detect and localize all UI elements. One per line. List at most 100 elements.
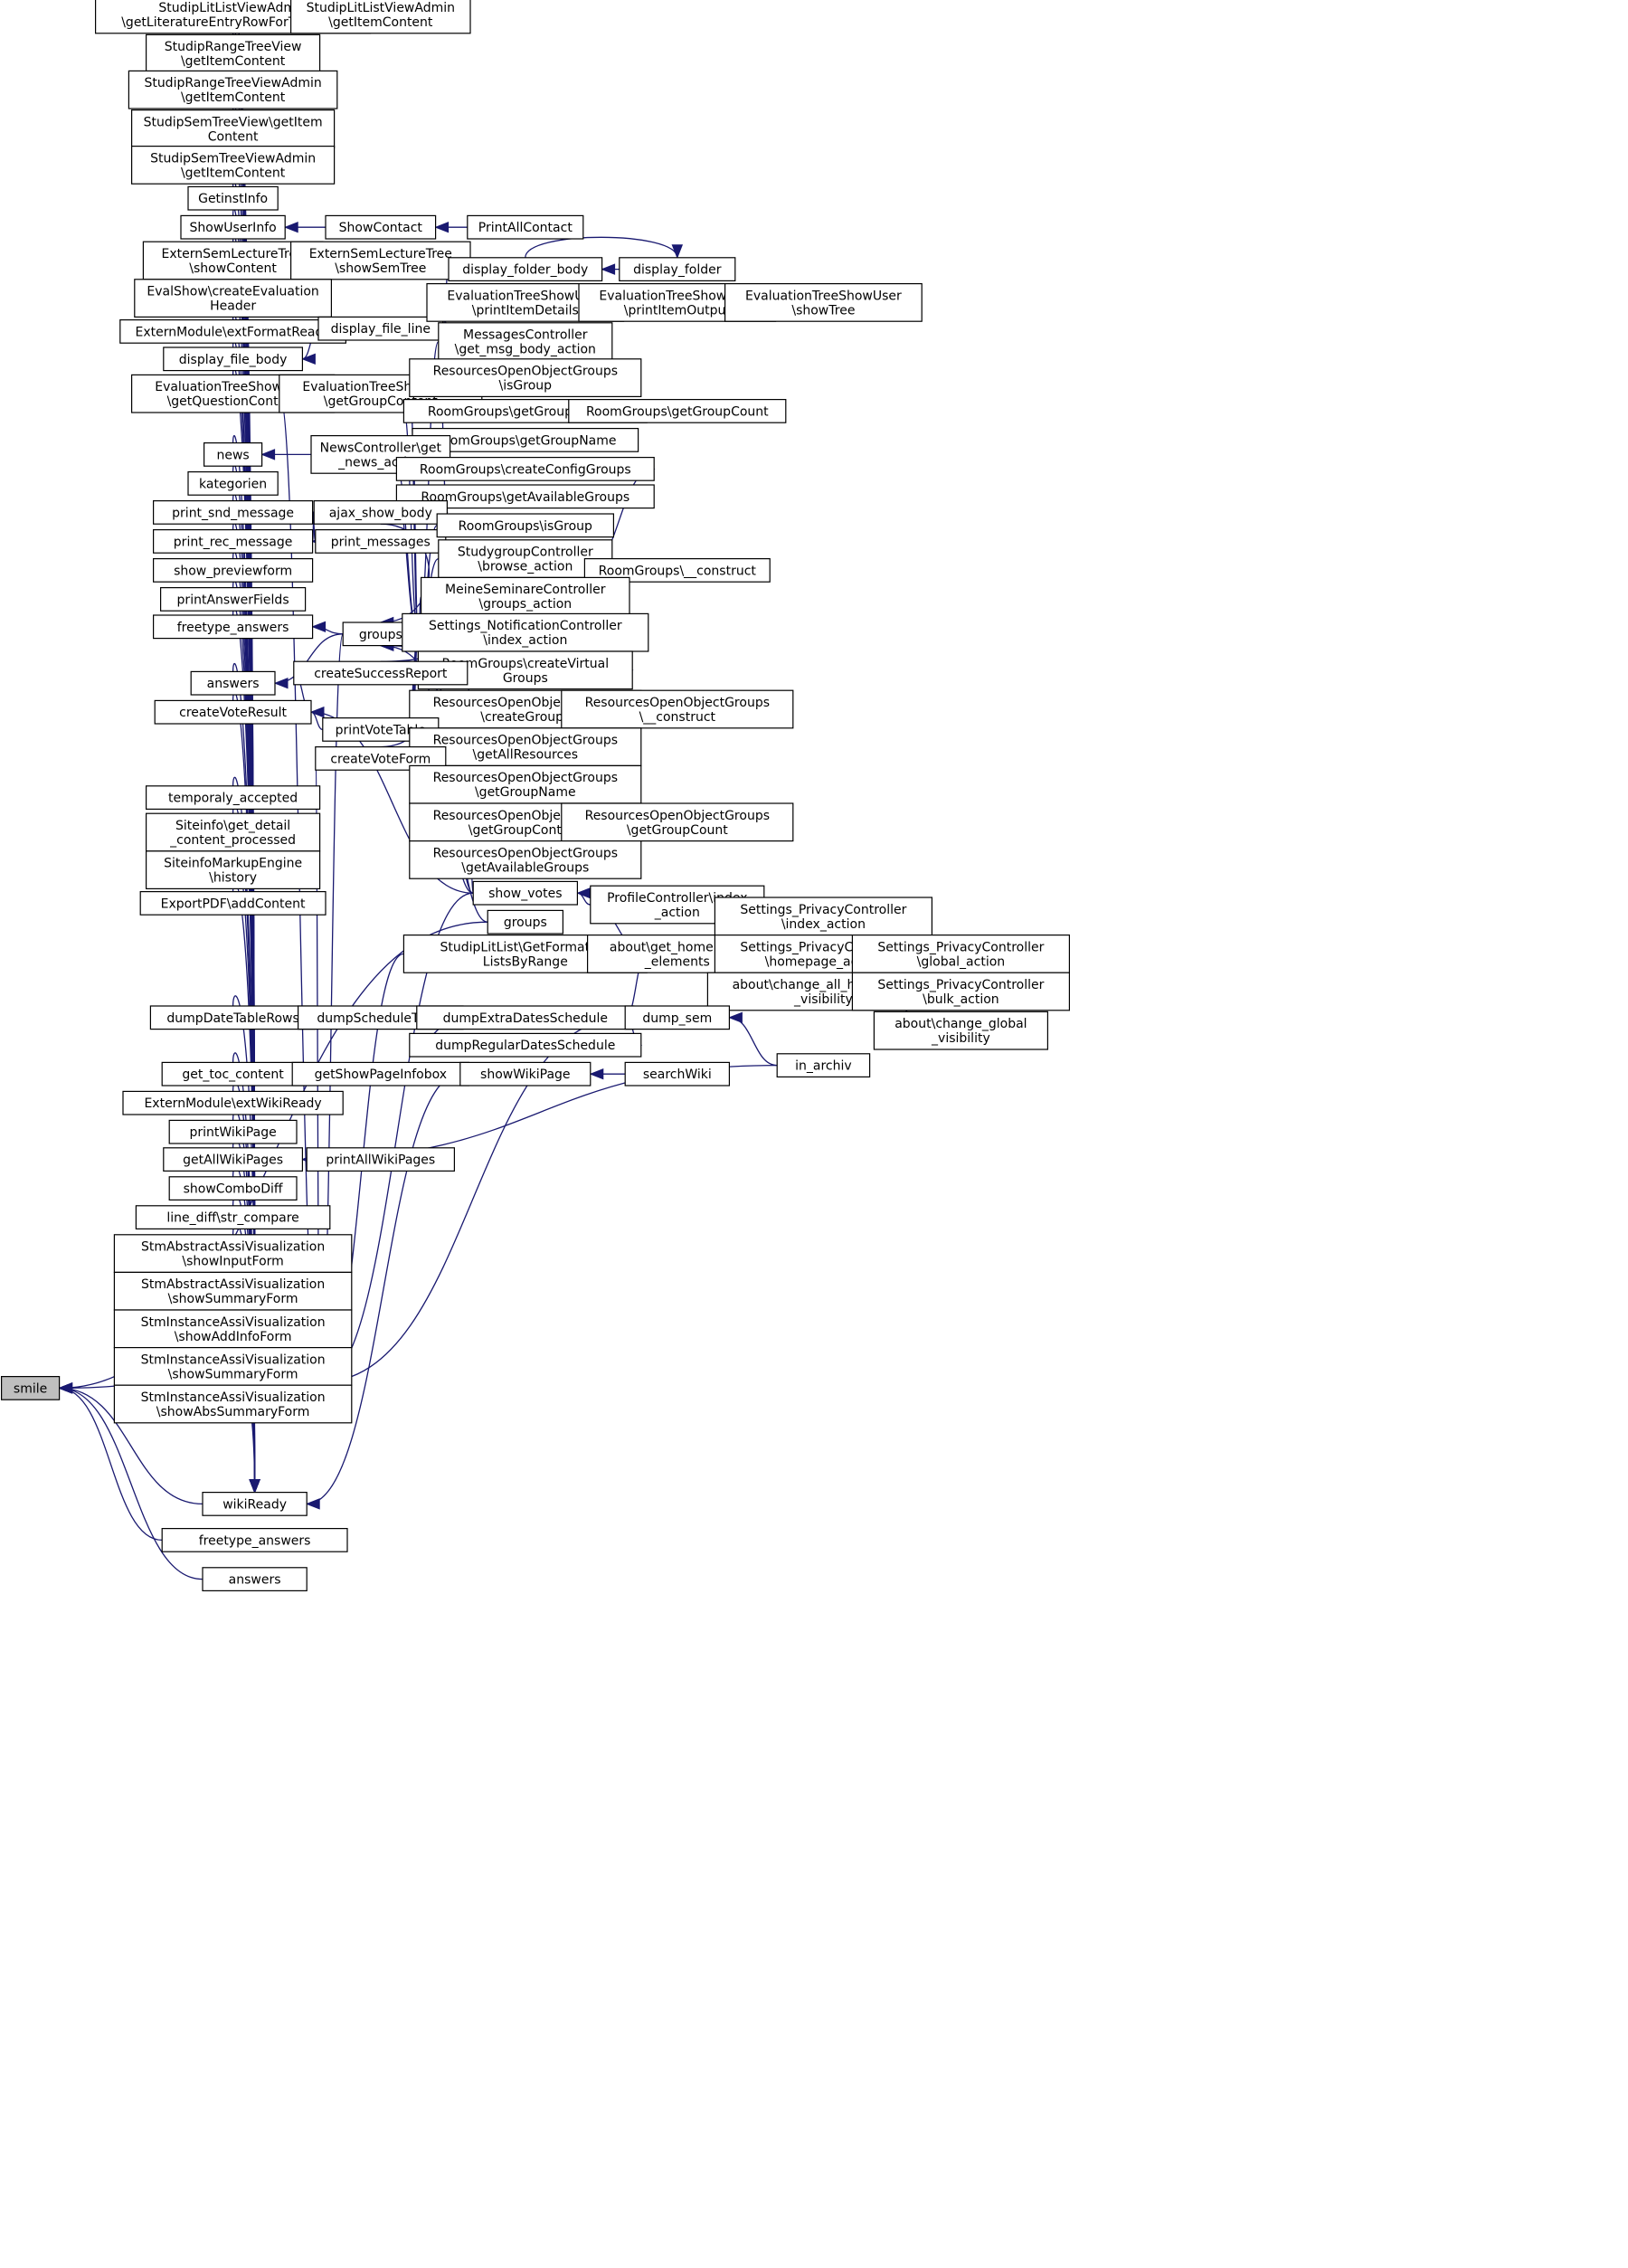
arrowhead — [309, 706, 325, 718]
node-createsuccessreport[interactable]: createSuccessReport — [293, 660, 469, 686]
node-groups-bottom[interactable]: groups — [487, 909, 564, 935]
edge-line — [525, 236, 678, 258]
node-dumpdatetablerows[interactable]: dumpDateTableRows — [149, 1005, 317, 1030]
node-dumpregulardates[interactable]: dumpRegularDatesSchedule — [409, 1032, 642, 1058]
node-showuserinfo[interactable]: ShowUserInfo — [180, 214, 286, 240]
node-freetype-answers-w[interactable]: freetype_answers — [161, 1527, 348, 1552]
node-createvoteform[interactable]: createVoteForm — [315, 745, 447, 771]
node-searchwiki[interactable]: searchWiki — [624, 1061, 731, 1087]
node-externsemlecture-sem[interactable]: ExternSemLectureTree\showSemTree — [290, 241, 471, 280]
node-stminst-addinfo[interactable]: StmInstanceAssiVisualization\showAddInfo… — [113, 1309, 353, 1349]
node-semtreeviewadmin[interactable]: StudipSemTreeViewAdmin\getItemContent — [131, 146, 336, 185]
node-getallwikipages[interactable]: getAllWikiPages — [163, 1147, 304, 1172]
node-ajax-show-body[interactable]: ajax_show_body — [313, 499, 449, 525]
node-print-rec-message[interactable]: print_rec_message — [153, 528, 314, 554]
node-settings-privacy-global[interactable]: Settings_PrivacyController\global_action — [851, 934, 1071, 973]
node-msgctrl-body[interactable]: MessagesController\get_msg_body_action — [438, 322, 613, 361]
node-exportpdf[interactable]: ExportPDF\addContent — [139, 890, 327, 916]
node-display-folder[interactable]: display_folder — [619, 257, 736, 281]
node-display-folder-body[interactable]: display_folder_body — [448, 257, 603, 281]
node-rangetreeview[interactable]: StudipRangeTreeView\getItemContent — [146, 33, 321, 73]
node-stmabs-summary[interactable]: StmAbstractAssiVisualization\showSummary… — [113, 1271, 353, 1311]
node-smile[interactable]: smile — [1, 1375, 61, 1400]
node-rg-isgroup[interactable]: RoomGroups\isGroup — [436, 513, 615, 538]
node-show-votes[interactable]: show_votes — [472, 880, 579, 906]
node-answers-f[interactable]: answers — [190, 670, 276, 696]
node-in-archiv[interactable]: in_archiv — [776, 1053, 871, 1078]
node-freetype-answers-f[interactable]: freetype_answers — [153, 614, 314, 640]
node-roog-getavailable[interactable]: ResourcesOpenObjectGroups\getAvailableGr… — [409, 840, 642, 879]
node-showwikipage[interactable]: showWikiPage — [459, 1061, 592, 1087]
node-kategorien[interactable]: kategorien — [187, 470, 279, 496]
node-box — [161, 1527, 348, 1552]
node-box — [290, 0, 471, 34]
node-printwikipage[interactable]: printWikiPage — [168, 1119, 298, 1144]
node-box — [448, 257, 603, 281]
node-line-diff[interactable]: line_diff\str_compare — [135, 1205, 331, 1230]
node-label: StudipSemTreeView\getItem — [144, 115, 323, 129]
node-roog-getgroupname[interactable]: ResourcesOpenObjectGroups\getGroupName — [409, 764, 642, 804]
node-settings-notif[interactable]: Settings_NotificationController\index_ac… — [402, 612, 649, 652]
node-stminst-summary[interactable]: StmInstanceAssiVisualization\showSummary… — [113, 1346, 353, 1386]
node-createvoteresult[interactable]: createVoteResult — [154, 699, 312, 725]
node-showcontact[interactable]: ShowContact — [325, 214, 437, 240]
arrowhead — [434, 221, 450, 233]
node-printallwikipages[interactable]: printAllWikiPages — [306, 1147, 456, 1172]
node-semtreeview[interactable]: StudipSemTreeView\getItemContent — [131, 109, 336, 148]
node-label: \getItemContent — [181, 90, 286, 105]
node-roog-construct[interactable]: ResourcesOpenObjectGroups\__construct — [561, 689, 794, 729]
node-display-file-line[interactable]: display_file_line — [317, 316, 444, 341]
node-etsu-showtree[interactable]: EvaluationTreeShowUser\showTree — [724, 283, 923, 322]
node-box — [714, 897, 933, 936]
node-printanswerfields[interactable]: printAnswerFields — [160, 586, 307, 612]
node-box — [313, 499, 449, 525]
node-roog-getallresources[interactable]: ResourcesOpenObjectGroups\getAllResource… — [409, 727, 642, 766]
node-settings-privacy-bulk[interactable]: Settings_PrivacyController\bulk_action — [851, 972, 1071, 1011]
node-getshowpageinfobox[interactable]: getShowPageInfobox — [291, 1061, 470, 1087]
node-box — [724, 283, 923, 322]
node-dump-sem[interactable]: dump_sem — [624, 1005, 731, 1030]
node-label: \getItemContent — [181, 54, 286, 69]
node-print-snd-message[interactable]: print_snd_message — [153, 499, 314, 525]
node-show-previewform[interactable]: show_previewform — [153, 557, 314, 583]
node-dumpextradates[interactable]: dumpExtraDatesSchedule — [416, 1005, 635, 1030]
node-studygroupctrl[interactable]: StudygroupController\browse_action — [438, 539, 613, 578]
node-stminst-abssummary[interactable]: StmInstanceAssiVisualization\showAbsSumm… — [113, 1384, 353, 1424]
node-label: showComboDiff — [184, 1182, 283, 1197]
node-siteinfo-detail[interactable]: Siteinfo\get_detail_content_processed — [146, 812, 321, 852]
node-showcombodiff[interactable]: showComboDiff — [168, 1176, 298, 1201]
node-settings-privacy-index[interactable]: Settings_PrivacyController\index_action — [714, 897, 933, 936]
arrowhead — [589, 1068, 604, 1080]
node-box — [146, 812, 321, 852]
node-getinstinfo[interactable]: GetinstInfo — [187, 185, 279, 211]
node-rg-createconfig[interactable]: RoomGroups\createConfigGroups — [395, 457, 655, 481]
node-label: \printItemDetails — [472, 303, 579, 318]
node-temporaly-accepted[interactable]: temporaly_accepted — [146, 785, 321, 810]
arrowhead — [58, 1382, 73, 1394]
edge-showuserinfo-to-showcontact — [283, 221, 326, 233]
node-get-toc-content[interactable]: get_toc_content — [161, 1061, 305, 1087]
node-stmabs-input[interactable]: StmAbstractAssiVisualization\showInputFo… — [113, 1234, 353, 1274]
node-siteinfo-history[interactable]: SiteinfoMarkupEngine\history — [146, 850, 321, 889]
node-extwikiready[interactable]: ExternModule\extWikiReady — [122, 1090, 344, 1115]
node-rg-construct[interactable]: RoomGroups\__construct — [583, 557, 771, 583]
node-about-change-global[interactable]: about\change_global_visibility — [873, 1011, 1049, 1050]
node-rangetreeviewadmin[interactable]: StudipRangeTreeViewAdmin\getItemContent — [128, 70, 338, 109]
node-answers-w[interactable]: answers — [202, 1567, 308, 1592]
node-print-messages[interactable]: print_messages — [315, 528, 447, 554]
node-wikiReady[interactable]: wikiReady — [202, 1491, 308, 1516]
node-label: \getQuestionContent — [167, 394, 300, 409]
node-label: ResourcesOpenObjectGroups — [585, 696, 770, 710]
node-litlist-getitem[interactable]: StudipLitListViewAdmin\getItemContent — [290, 0, 471, 34]
node-printvotetable[interactable]: printVoteTable — [322, 716, 440, 742]
node-extformat[interactable]: ExternModule\extFormatReady — [119, 319, 347, 344]
node-label: RoomGroups\getAvailableGroups — [421, 490, 629, 505]
node-roog-isgroup[interactable]: ResourcesOpenObjectGroups\isGroup — [409, 358, 642, 397]
node-printallcontact[interactable]: PrintAllContact — [467, 214, 584, 240]
node-display-file-body[interactable]: display_file_body — [163, 346, 304, 372]
node-news[interactable]: news — [204, 442, 263, 467]
node-meineseminare[interactable]: MeineSeminareController\groups_action — [421, 576, 630, 616]
node-rg-getgroupcount[interactable]: RoomGroups\getGroupCount — [568, 399, 787, 423]
node-roog-getgroupcount[interactable]: ResourcesOpenObjectGroups\getGroupCount — [561, 802, 794, 842]
